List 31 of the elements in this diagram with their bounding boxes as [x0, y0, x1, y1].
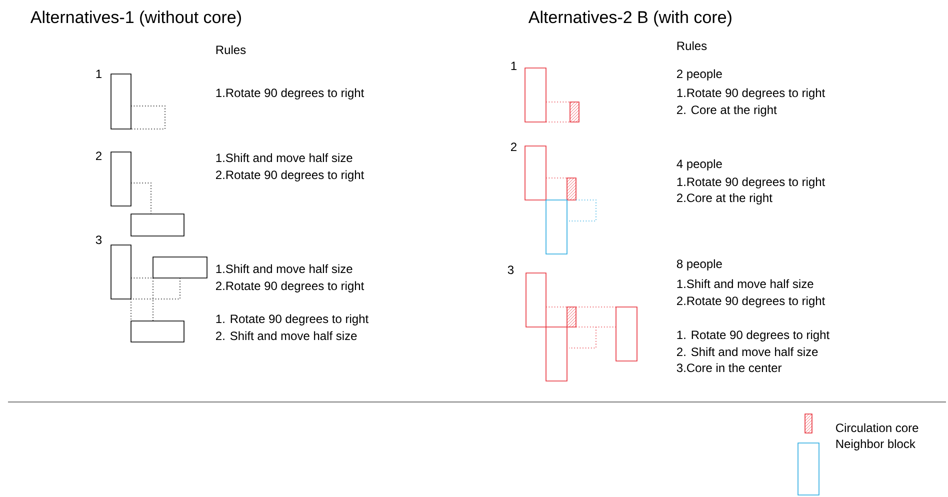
rule-text: 1.Rotate 90 degrees to right [677, 88, 826, 100]
rule-text: 2. Core at the right [677, 105, 777, 116]
rule-text: 1.Shift and move half size [216, 264, 352, 274]
rule-text: 2.Rotate 90 degrees to right [216, 170, 364, 182]
step-number: 1 [511, 62, 516, 70]
heading: Alternatives-1 (without core) [30, 10, 241, 26]
rule-text: 2. Shift and move half size [216, 331, 357, 340]
step-number: 1 [96, 70, 102, 78]
rule-text: 2. Shift and move half size [677, 347, 818, 356]
heading: Alternatives-2 B (with core) [528, 10, 732, 26]
step-number: 3 [96, 236, 102, 244]
rule-text: 1. Rotate 90 degrees to right [677, 330, 830, 342]
step-number: 3 [508, 266, 514, 274]
rule-text: 1.Rotate 90 degrees to right [216, 88, 364, 100]
rules-heading: Rules [677, 41, 707, 50]
rule-text: 1.Shift and move half size [677, 279, 814, 288]
rule-text: 1.Rotate 90 degrees to right [677, 177, 826, 188]
legend-text: Circulation core [836, 423, 918, 432]
rule-text: 2 people [677, 69, 722, 80]
rule-text: 2.Rotate 90 degrees to right [216, 281, 364, 292]
rule-text: 1. Rotate 90 degrees to right [216, 314, 368, 326]
rules-heading: Rules [216, 45, 246, 54]
rule-text: 2.Core at the right [677, 193, 772, 204]
rule-text: 4 people [676, 159, 722, 170]
step-number: 2 [96, 152, 102, 160]
rule-text: 3.Core in the center [676, 363, 782, 372]
rule-text: 2.Rotate 90 degrees to right [677, 296, 826, 308]
rule-text: 8 people [676, 259, 722, 270]
step-number: 2 [511, 142, 516, 151]
legend-text: Neighbor block [836, 439, 916, 450]
rule-text: 1.Shift and move half size [216, 153, 352, 162]
